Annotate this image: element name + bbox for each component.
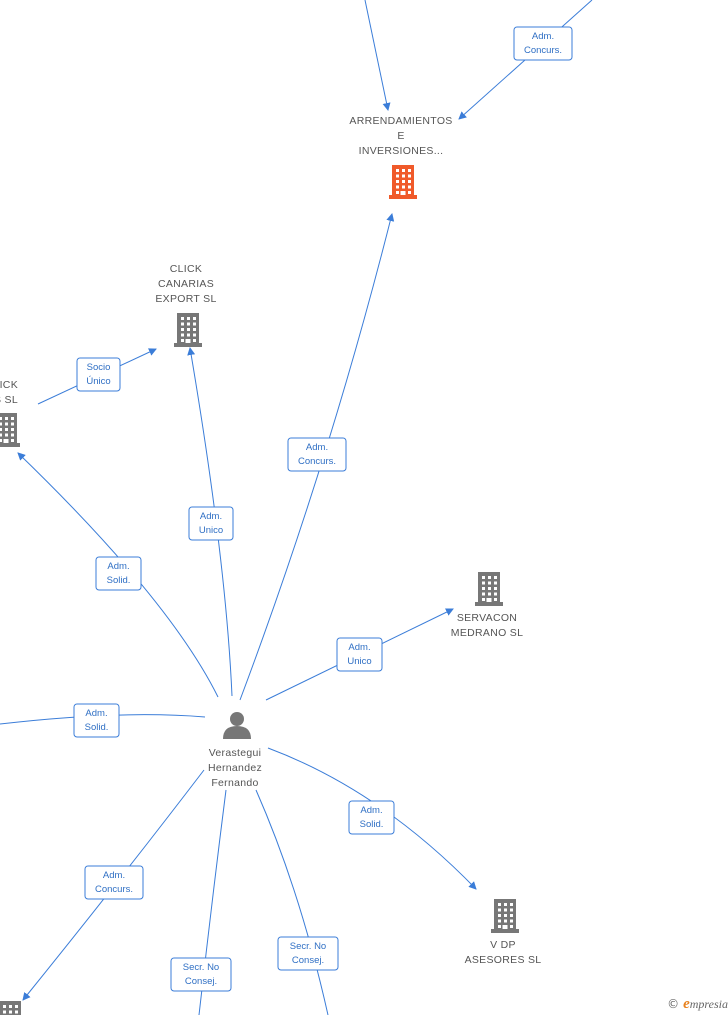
edge-label-person-to-bottom-1[interactable]: Secr. No Consej. (170, 957, 232, 992)
edge-label-text: Adm. (103, 870, 125, 881)
edge-top-to-arrend (364, 0, 391, 111)
copyright-symbol: © (667, 997, 680, 1011)
edge-label-text: Concurs. (95, 884, 133, 895)
node-label: CANARIAS (158, 278, 214, 290)
building-icon (174, 313, 202, 347)
edge-label-text: Unico (199, 525, 223, 536)
edge-label-text: Adm. (348, 642, 370, 653)
edge-label-text: Adm. (532, 31, 554, 42)
edge-label-text: Secr. No (183, 962, 219, 973)
edge-label-text: Adm. (306, 442, 328, 453)
edge-label-text: Solid. (85, 722, 109, 733)
edge-label-text: Único (86, 376, 110, 387)
edges-layer (0, 0, 593, 1015)
edge-label-person-to-bottom-left[interactable]: Adm. Concurs. (84, 865, 144, 900)
edge-person-to-bottom-2 (255, 789, 329, 1015)
edge-label-person-to-click-export[interactable]: Adm. Unico (188, 506, 234, 541)
node-label: Verastegui (209, 747, 262, 759)
edge-label-box (287, 437, 347, 472)
node-click-export[interactable]: CLICK CANARIAS EXPORT SL (155, 263, 216, 347)
nodes-layer: ARRENDAMIENTOS E INVERSIONES... CLICK CANARI… (0, 115, 541, 1015)
edge-label-person-to-servacon[interactable]: Adm. Unico (336, 637, 383, 672)
edge-label-box (76, 357, 121, 392)
brand-logo-text: mpresia (689, 997, 728, 1011)
edge-label-text: Adm. (107, 561, 129, 572)
edge-label-text: Secr. No (290, 941, 326, 952)
edge-label-box (170, 957, 232, 992)
node-click-canarias[interactable]: ICK RIAS SL (0, 379, 20, 447)
node-label: V DP (490, 939, 516, 951)
node-label: RIAS SL (0, 394, 18, 406)
node-label: CLICK (170, 263, 202, 275)
node-label: ICK (0, 379, 18, 391)
node-label: ASESORES SL (465, 954, 542, 966)
node-arrendamientos[interactable]: ARRENDAMIENTOS E INVERSIONES... (349, 115, 452, 199)
edge-label-text: Socio (87, 362, 111, 373)
node-label: SERVACON (457, 612, 517, 624)
edge-label-text: Consej. (185, 976, 217, 987)
edge-label-person-to-click-canarias[interactable]: Adm. Solid. (95, 556, 142, 591)
node-label: Fernando (211, 777, 258, 789)
edge-label-text: Adm. (200, 511, 222, 522)
edge-label-person-to-bottom-2[interactable]: Secr. No Consej. (277, 936, 339, 971)
edge-label-box (513, 26, 573, 61)
node-label: EXPORT SL (155, 293, 216, 305)
node-label: E (397, 130, 404, 142)
brand-footer: ©empresia (667, 996, 728, 1013)
edge-label-topright-to-arrend[interactable]: Adm. Concurs. (513, 26, 573, 61)
brand-logo-initial: e (683, 996, 690, 1012)
node-label: INVERSIONES... (359, 145, 444, 157)
edge-label-text: Concurs. (298, 456, 336, 467)
building-icon (0, 413, 20, 447)
node-vdp[interactable]: V DP ASESORES SL (465, 899, 542, 966)
edge-label-text: Unico (347, 656, 371, 667)
edge-label-person-to-arrend[interactable]: Adm. Concurs. (287, 437, 347, 472)
edge-label-text: Concurs. (524, 45, 562, 56)
edge-label-text: Solid. (360, 819, 384, 830)
edge-person-to-click-canarias (17, 452, 219, 698)
edge-label-text: Consej. (292, 955, 324, 966)
edge-label-box (188, 506, 234, 541)
edge-label-text: Solid. (107, 575, 131, 586)
edge-labels-layer: Adm. Concurs. Adm. Concurs. Adm. Unico SocioÚn… (73, 26, 573, 992)
node-label: MEDRANO SL (451, 627, 523, 639)
edge-label-box (336, 637, 383, 672)
edge-label-text: Adm. (360, 805, 382, 816)
edge-label-box (95, 556, 142, 591)
node-servacon[interactable]: SERVACON MEDRANO SL (451, 572, 523, 639)
building-icon (491, 899, 519, 933)
edge-label-box (84, 865, 144, 900)
edge-label-person-to-left[interactable]: Adm. Solid. (73, 703, 120, 738)
node-label: ARRENDAMIENTOS (349, 115, 452, 127)
edge-label-text: Adm. (85, 708, 107, 719)
edge-label-box (277, 936, 339, 971)
building-icon (475, 572, 503, 606)
node-bottom-left[interactable] (0, 1001, 24, 1015)
building-icon (389, 165, 417, 199)
node-label: Hernandez (208, 762, 262, 774)
edge-person-to-click-export (187, 347, 233, 697)
person-icon (223, 712, 251, 739)
edge-label-box (348, 800, 395, 835)
edge-label-box (73, 703, 120, 738)
building-icon (0, 1001, 21, 1015)
edge-label-person-to-vdp[interactable]: Adm. Solid. (348, 800, 395, 835)
